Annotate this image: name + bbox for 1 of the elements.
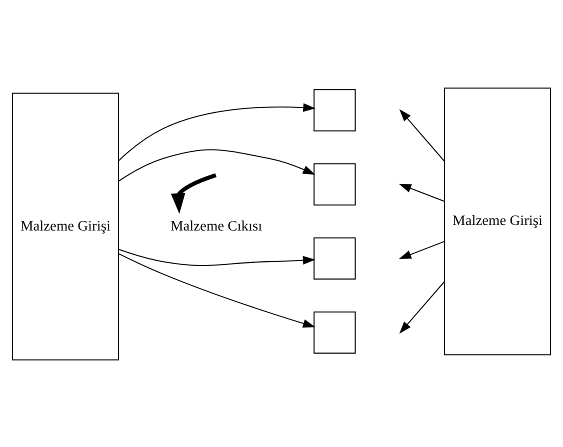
node-text: Malzeme Cıkısı [170, 218, 262, 234]
